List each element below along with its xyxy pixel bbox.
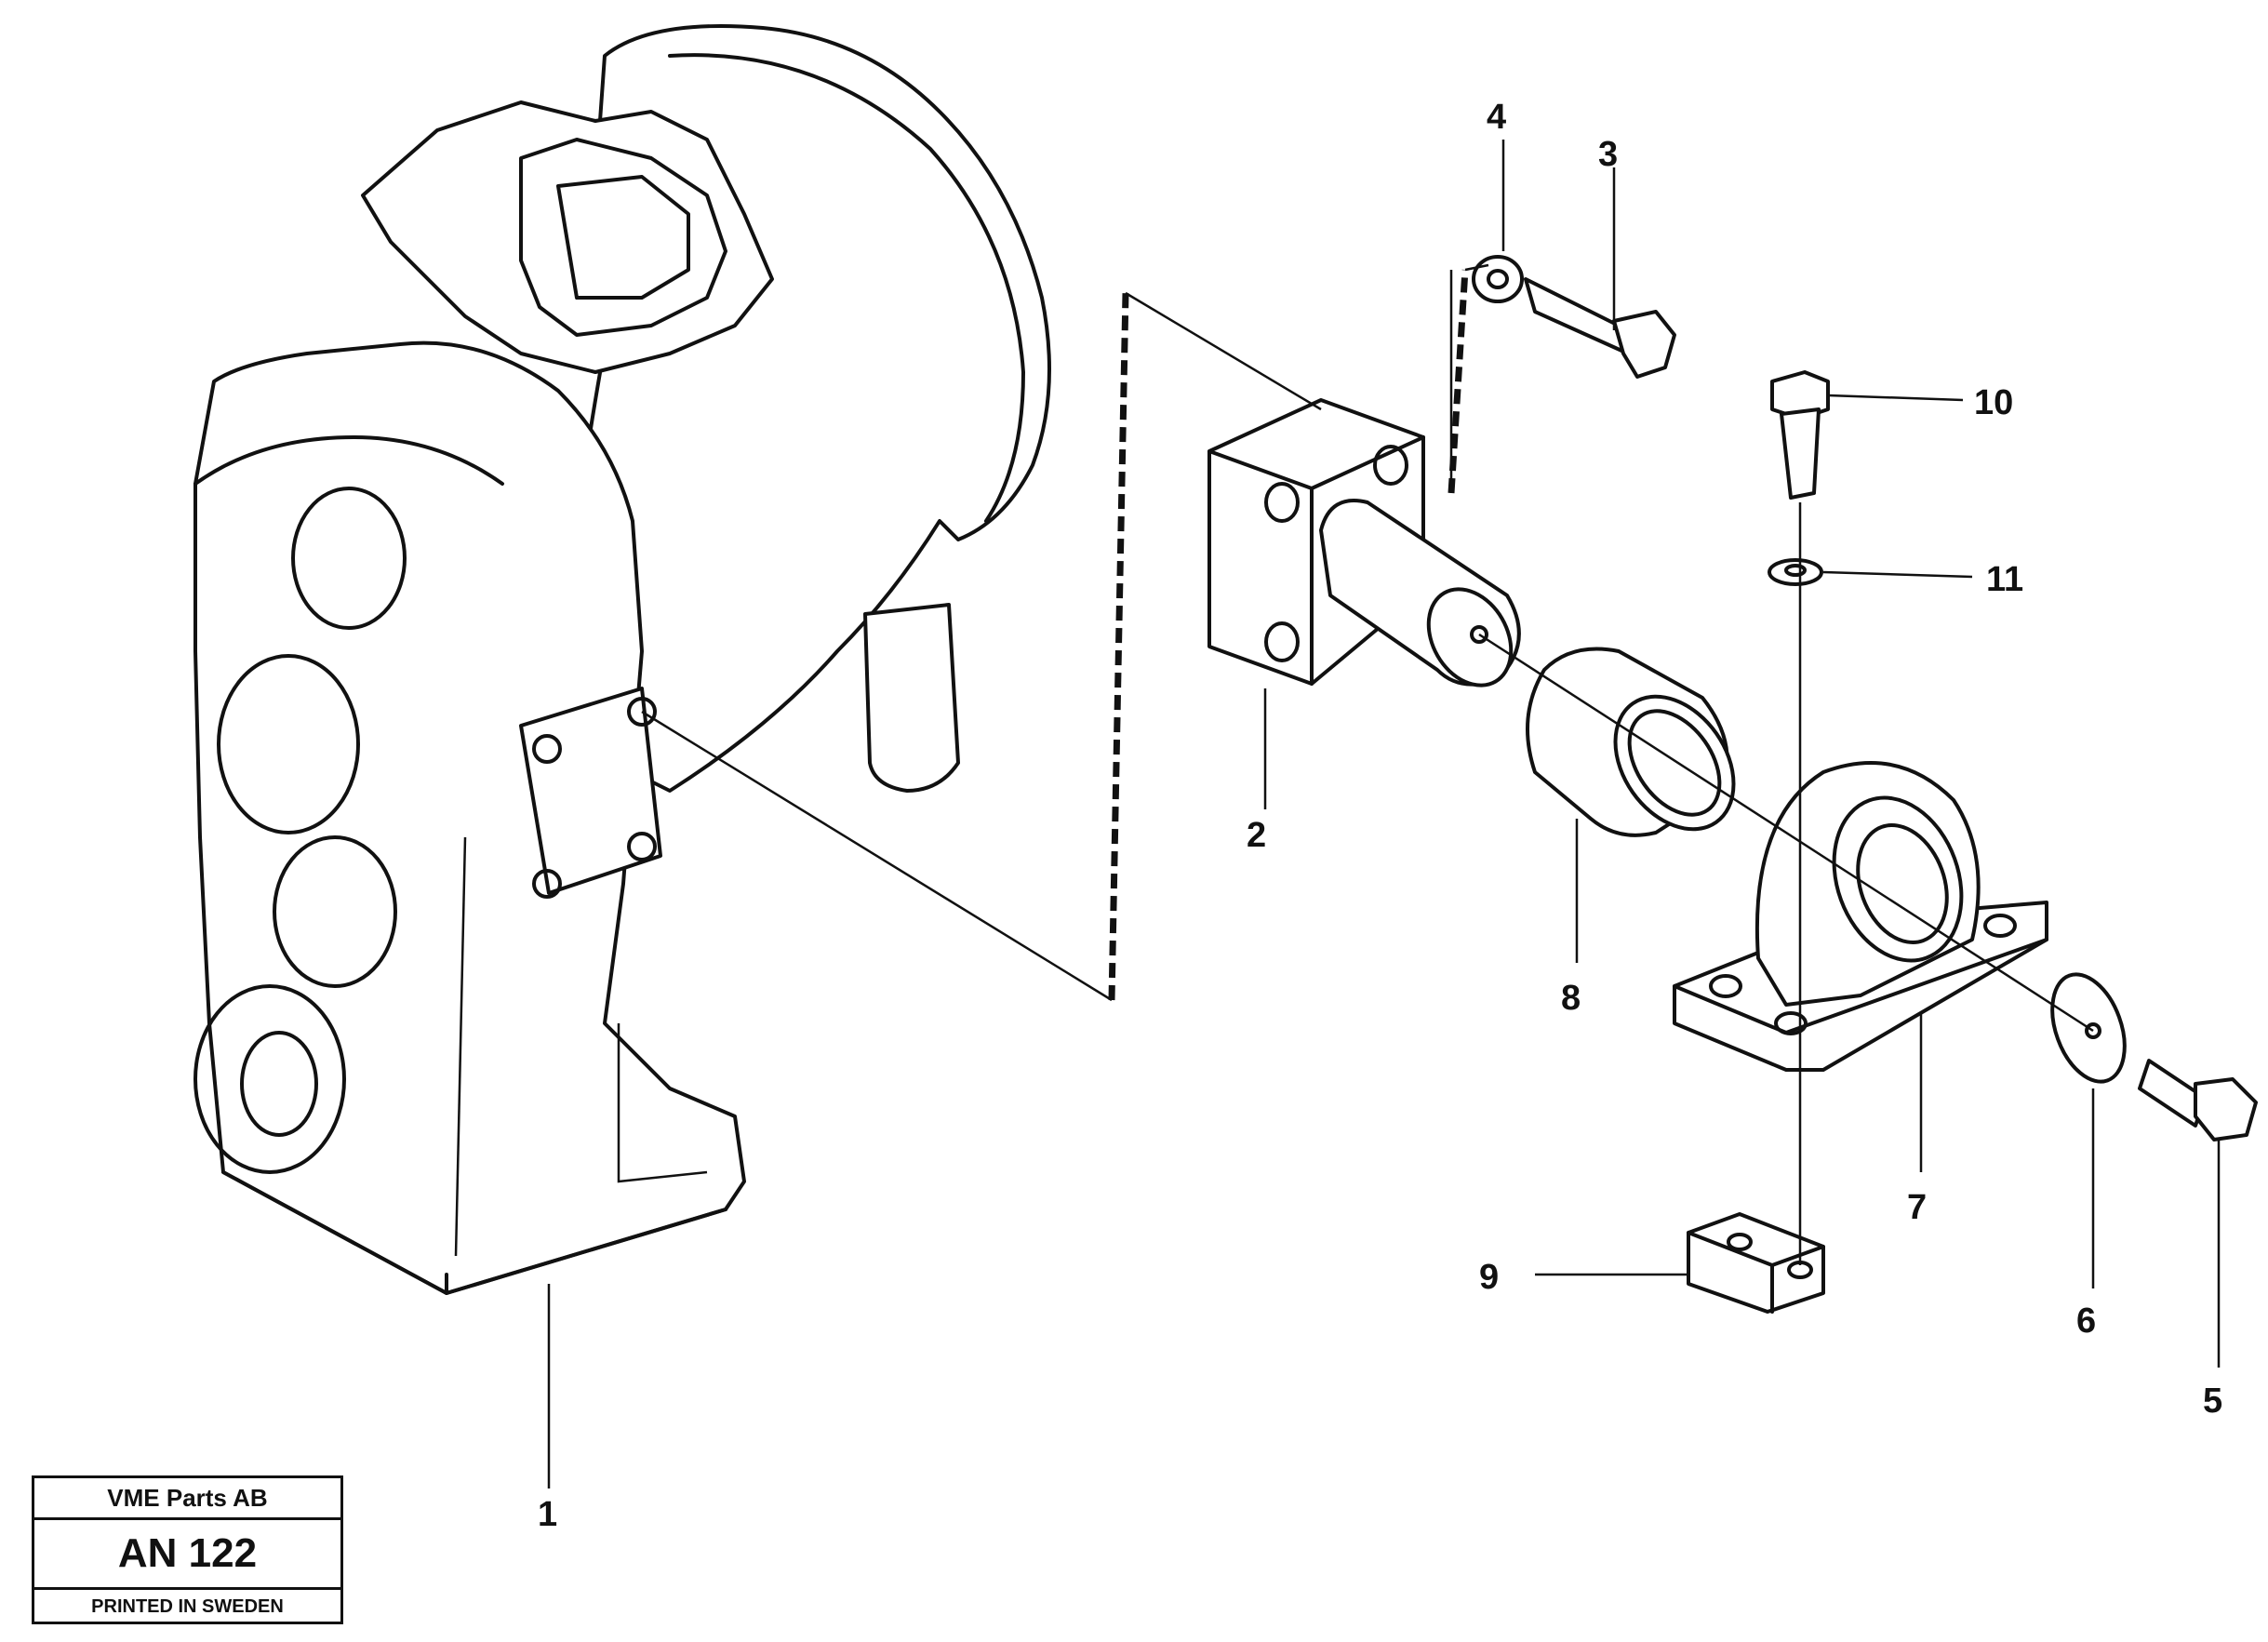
callout-8: 8 [1561, 979, 1581, 1018]
part-8-bushing [1526, 647, 1736, 837]
part-1-gearbox-housing [193, 24, 1051, 1295]
callout-4: 4 [1487, 98, 1506, 137]
callout-6: 6 [2076, 1302, 2096, 1341]
title-block: VME Parts AB AN 122 PRINTED IN SWEDEN [32, 1475, 343, 1624]
part-11-washer [1768, 558, 1823, 586]
printed-note: PRINTED IN SWEDEN [91, 1596, 284, 1617]
part-3-bolt [1524, 277, 1676, 379]
leader-lines [547, 140, 2221, 1488]
assembly-lines [641, 263, 2094, 1265]
drawing-code: AN 122 [34, 1520, 340, 1590]
callout-10: 10 [1974, 383, 2013, 422]
part-2-mounting-bracket [1207, 398, 1521, 688]
callout-11: 11 [1986, 560, 2023, 599]
part-9-nut-block [1687, 1212, 1825, 1314]
company-name: VME Parts AB [34, 1478, 340, 1520]
part-5-bolt [2138, 1059, 2258, 1141]
callout-1: 1 [538, 1495, 557, 1534]
callout-3: 3 [1598, 135, 1618, 174]
callout-7: 7 [1907, 1188, 1927, 1227]
callout-5: 5 [2203, 1382, 2222, 1421]
part-7-bearing-housing [1673, 761, 2048, 1072]
part-10-bolt [1770, 370, 1830, 500]
part-4-washer [1472, 255, 1524, 303]
callout-9: 9 [1479, 1258, 1499, 1297]
callout-2: 2 [1247, 816, 1266, 855]
